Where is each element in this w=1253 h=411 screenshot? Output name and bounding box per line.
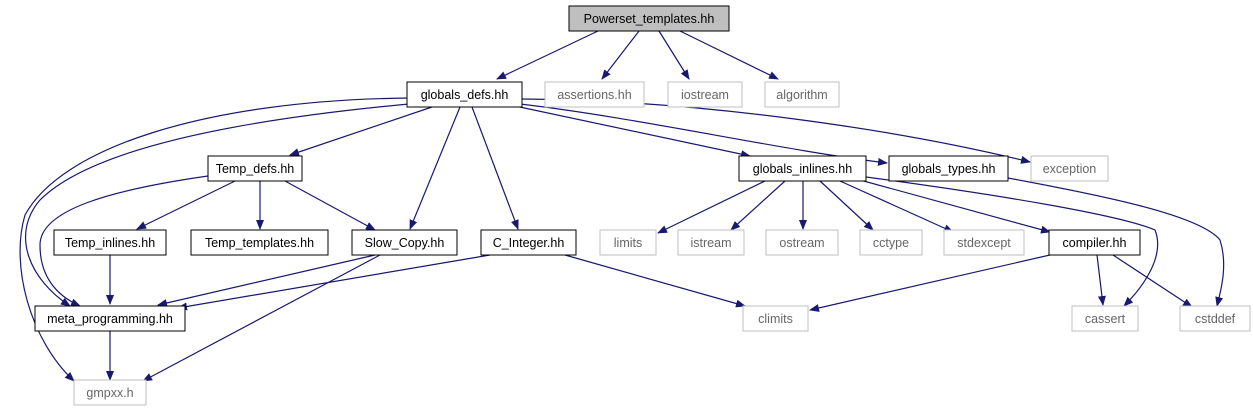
edge-globals-defs-to-exception bbox=[519, 98, 1031, 164]
edge-slow-copy-to-gmpxx bbox=[142, 254, 381, 382]
node-label: C_Integer.hh bbox=[493, 236, 565, 250]
node-climits[interactable]: climits bbox=[742, 305, 809, 332]
node-c-integer[interactable]: C_Integer.hh bbox=[480, 229, 577, 256]
edge-temp-defs-to-meta-programming bbox=[39, 175, 209, 307]
edge-powerset-to-algorithm bbox=[679, 30, 779, 80]
node-temp-defs[interactable]: Temp_defs.hh bbox=[207, 155, 303, 182]
node-exception[interactable]: exception bbox=[1030, 155, 1109, 182]
edge-globals-defs-to-gmpxx bbox=[19, 97, 411, 382]
node-globals-defs[interactable]: globals_defs.hh bbox=[406, 81, 523, 108]
node-globals-types[interactable]: globals_types.hh bbox=[888, 155, 1009, 182]
node-cctype[interactable]: cctype bbox=[859, 229, 923, 256]
node-slow-copy[interactable]: Slow_Copy.hh bbox=[351, 229, 458, 256]
dependency-edges bbox=[19, 30, 1225, 382]
node-compiler[interactable]: compiler.hh bbox=[1048, 229, 1141, 256]
edge-powerset-to-iostream bbox=[658, 30, 690, 80]
node-gmpxx[interactable]: gmpxx.h bbox=[73, 379, 147, 406]
node-cstddef[interactable]: cstddef bbox=[1179, 305, 1251, 332]
node-label: Temp_defs.hh bbox=[216, 162, 295, 176]
edge-globals-inlines-to-istream bbox=[730, 180, 786, 231]
node-istream[interactable]: istream bbox=[677, 229, 745, 256]
edge-compiler-to-cassert bbox=[1096, 254, 1106, 306]
node-iostream[interactable]: iostream bbox=[667, 81, 743, 108]
node-label: compiler.hh bbox=[1063, 236, 1127, 250]
edge-compiler-to-cstddef bbox=[1112, 254, 1193, 308]
edge-temp-defs-to-slow-copy bbox=[284, 180, 376, 231]
edge-globals-defs-to-slow-copy bbox=[409, 106, 461, 230]
edge-c-integer-to-climits bbox=[564, 254, 746, 308]
node-label: Powerset_templates.hh bbox=[584, 12, 715, 26]
node-label: ostream bbox=[779, 236, 824, 250]
node-limits[interactable]: limits bbox=[599, 229, 657, 256]
edge-globals-inlines-to-limits bbox=[657, 180, 766, 234]
edge-slow-copy-to-meta-programming bbox=[157, 254, 376, 307]
node-label: exception bbox=[1043, 162, 1097, 176]
node-label: cctype bbox=[873, 236, 909, 250]
node-algorithm[interactable]: algorithm bbox=[764, 81, 840, 108]
node-label: algorithm bbox=[776, 88, 827, 102]
node-label: Slow_Copy.hh bbox=[365, 236, 445, 250]
edge-globals-defs-to-temp-defs bbox=[289, 106, 433, 156]
edge-globals-defs-to-globals-types bbox=[519, 103, 888, 166]
node-label: stdexcept bbox=[957, 236, 1011, 250]
node-meta-programming[interactable]: meta_programming.hh bbox=[34, 305, 186, 332]
node-label: climits bbox=[758, 312, 793, 326]
node-label: limits bbox=[614, 236, 642, 250]
node-cassert[interactable]: cassert bbox=[1071, 305, 1139, 332]
node-powerset-templates[interactable]: Powerset_templates.hh bbox=[568, 5, 730, 32]
node-label: globals_types.hh bbox=[902, 162, 996, 176]
edge-compiler-to-climits bbox=[809, 254, 1051, 312]
edge-globals-defs-to-meta-programming bbox=[24, 102, 421, 307]
edge-c-integer-to-meta-programming bbox=[177, 254, 491, 311]
node-label: gmpxx.h bbox=[86, 386, 133, 400]
edge-globals-inlines-to-stdexcept bbox=[839, 180, 954, 233]
node-label: globals_defs.hh bbox=[421, 88, 509, 102]
node-assertions[interactable]: assertions.hh bbox=[544, 81, 645, 108]
node-globals-inlines[interactable]: globals_inlines.hh bbox=[738, 155, 867, 182]
edge-powerset-to-assertions bbox=[601, 30, 640, 80]
node-label: istream bbox=[691, 236, 732, 250]
node-temp-templates[interactable]: Temp_templates.hh bbox=[190, 229, 329, 256]
edge-temp-defs-to-temp-inlines bbox=[136, 180, 236, 230]
node-ostream[interactable]: ostream bbox=[765, 229, 839, 256]
node-label: Temp_inlines.hh bbox=[65, 236, 155, 250]
node-label: cassert bbox=[1085, 312, 1126, 326]
edge-globals-defs-to-c-integer bbox=[471, 106, 519, 230]
edge-globals-inlines-to-cassert bbox=[865, 176, 1159, 307]
edge-globals-inlines-to-compiler bbox=[859, 179, 1051, 234]
edge-globals-defs-to-globals-inlines bbox=[514, 105, 751, 159]
node-temp-inlines[interactable]: Temp_inlines.hh bbox=[53, 229, 167, 256]
node-label: iostream bbox=[681, 88, 729, 102]
node-label: meta_programming.hh bbox=[47, 312, 173, 326]
node-label: Temp_templates.hh bbox=[205, 236, 314, 250]
edge-globals-types-to-cstddef bbox=[1007, 177, 1225, 307]
node-label: globals_inlines.hh bbox=[753, 162, 852, 176]
edge-powerset-to-globals-defs bbox=[496, 30, 599, 80]
node-stdexcept[interactable]: stdexcept bbox=[943, 229, 1025, 256]
edge-globals-inlines-to-cctype bbox=[819, 180, 874, 231]
node-label: cstddef bbox=[1195, 312, 1236, 326]
node-label: assertions.hh bbox=[557, 88, 631, 102]
